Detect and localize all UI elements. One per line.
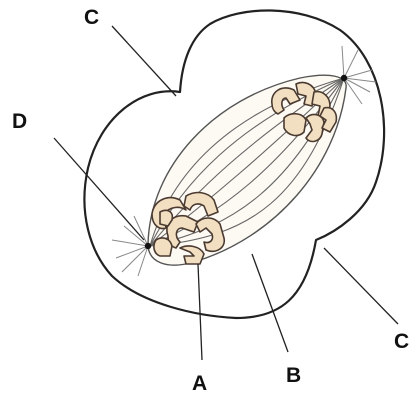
label-b: B [286, 364, 301, 387]
label-a: A [192, 372, 207, 395]
aster-upper [342, 46, 376, 104]
label-d: D [12, 110, 27, 133]
label-c-bottom: C [394, 330, 409, 353]
centriole-lower [145, 243, 151, 249]
leader-c-bottom [324, 248, 398, 324]
leader-a [198, 264, 202, 360]
centriole-upper [341, 75, 347, 81]
label-c-top: C [84, 6, 99, 29]
leader-d [54, 138, 144, 240]
leader-c-top [112, 26, 176, 96]
leader-b [252, 254, 288, 352]
